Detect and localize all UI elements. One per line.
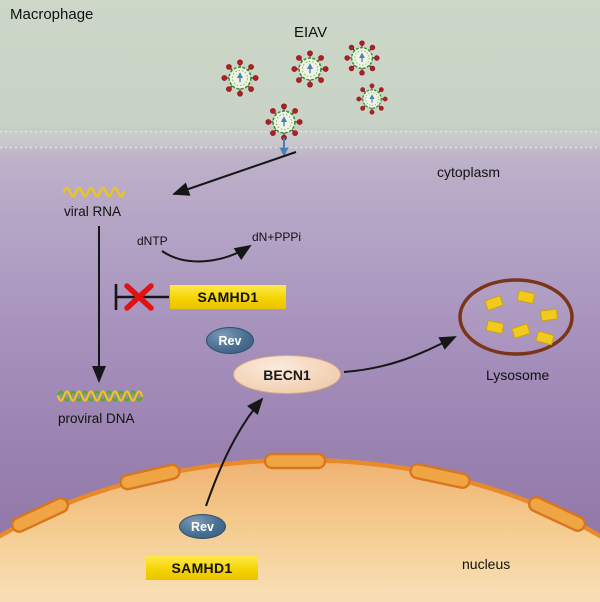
samhd1-nucleus-badge: SAMHD1 [146,556,258,580]
rev-cytoplasm-badge: Rev [206,327,254,354]
arrow-dntp-hydrolysis [161,244,252,263]
nucleus-label: nucleus [462,556,511,572]
proviral-dna-label: proviral DNA [58,411,135,426]
proviral-dna-icon [56,390,144,402]
rev-nucleus-badge: Rev [179,514,226,539]
lysosome-label: Lysosome [486,367,550,383]
arrow-rev-export-to-becn1 [205,397,264,507]
dn-pppi-label: dN+PPPi [252,230,302,244]
inhibition-icon [114,283,169,311]
becn1-badge: BECN1 [233,355,341,394]
viral-rna-icon [62,186,126,198]
plasma-membrane [0,130,600,149]
eiav-label: EIAV [294,24,328,41]
eiav-virus-icon [222,41,388,141]
viral-rna-label: viral RNA [64,204,122,219]
lysosome-icon [458,278,574,356]
samhd1-cytoplasm-badge: SAMHD1 [170,285,286,309]
nuclear-pore-icon [10,452,587,533]
arrow-becn1-to-lysosome [343,336,457,373]
dntp-label: dNTP [137,234,168,248]
arrow-entry-to-rna [172,151,297,196]
cytoplasm-label: cytoplasm [437,164,501,180]
virus-entry-icon [279,138,289,157]
macrophage-label: Macrophage [10,6,94,23]
nucleus-region [0,452,600,602]
